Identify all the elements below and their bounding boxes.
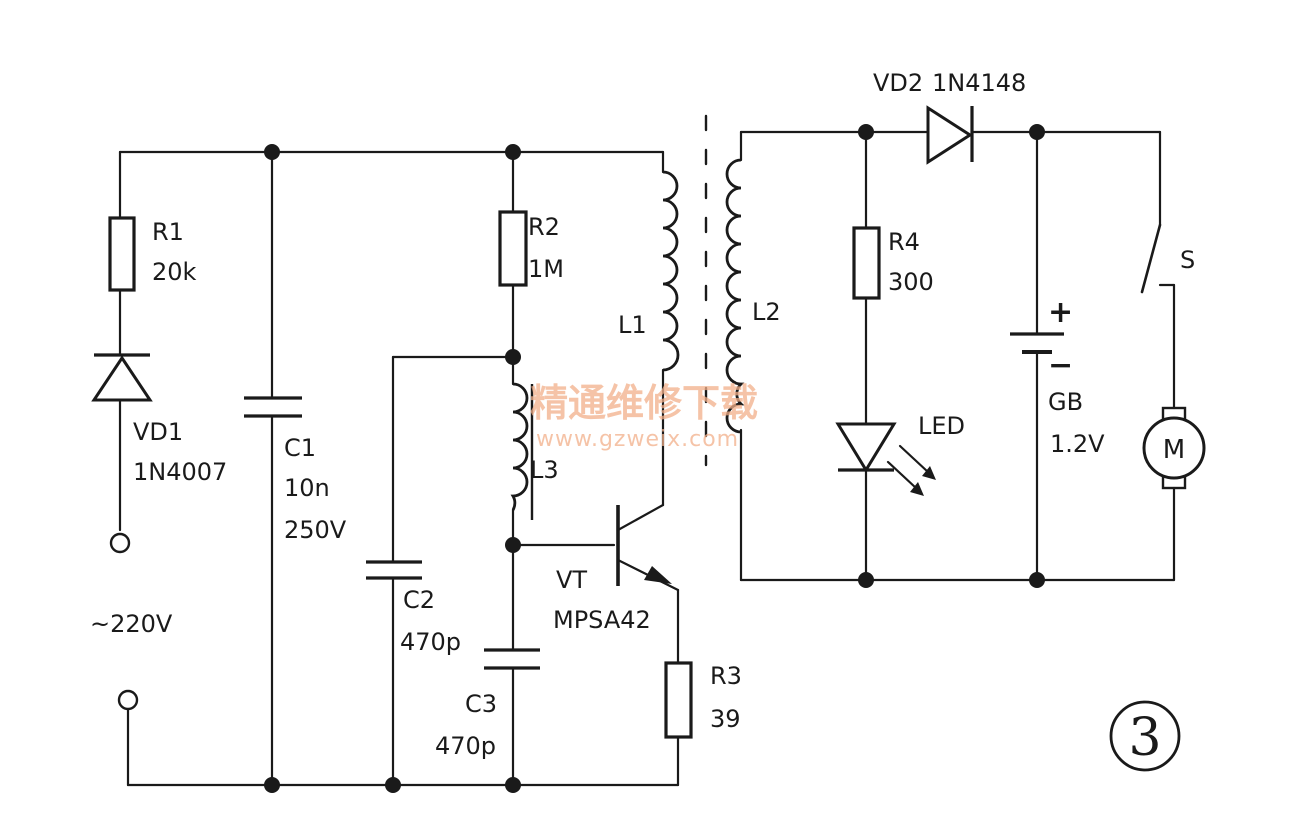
capacitor-c1: [244, 396, 302, 418]
inductor-l3: [510, 382, 534, 520]
vd2-value: 1N4148: [932, 69, 1026, 97]
r4-name: R4: [888, 228, 920, 256]
watermark-cn: 精通维修下载: [530, 381, 758, 425]
vd1-value: 1N4007: [133, 458, 227, 486]
capacitor-c2: [366, 560, 422, 580]
r2-name: R2: [528, 213, 560, 241]
l3-name: L3: [530, 456, 559, 484]
r3-name: R3: [710, 662, 742, 690]
resistor-r1: [108, 216, 136, 292]
diode-vd1: [91, 353, 153, 402]
l2-name: L2: [752, 298, 781, 326]
r2-value: 1M: [528, 255, 564, 283]
gb-minus: −: [1048, 348, 1073, 383]
supply-label: ~220V: [90, 610, 173, 638]
figure-number-circle: [1109, 700, 1181, 772]
battery-gb: [1010, 332, 1064, 354]
l1-name: L1: [618, 311, 647, 339]
watermark-url: www.gzweix.com: [536, 427, 739, 452]
gb-plus: +: [1048, 295, 1073, 330]
r3-value: 39: [710, 705, 741, 733]
wiring-right: [739, 130, 1176, 582]
switch-s: [1140, 223, 1176, 294]
motor-name: M: [1163, 435, 1185, 465]
gb-name: GB: [1048, 388, 1083, 416]
ac-terminal-bottom: [117, 689, 139, 711]
junction-dots: [264, 124, 1045, 793]
led-name: LED: [918, 412, 965, 440]
vt-value: MPSA42: [553, 606, 651, 634]
vt-name: VT: [556, 566, 587, 594]
ac-terminal-top: [109, 532, 131, 554]
led-diode: [835, 422, 936, 496]
c1-value: 10n: [284, 474, 330, 502]
wiring-middle: [391, 150, 680, 787]
c2-name: C2: [403, 586, 435, 614]
diode-vd2: [926, 105, 974, 165]
r4-value: 300: [888, 268, 934, 296]
c1-rating: 250V: [284, 516, 347, 544]
vd2-name: VD2: [873, 69, 923, 97]
transistor-vt: [616, 503, 680, 592]
c3-name: C3: [465, 690, 497, 718]
switch-name: S: [1180, 246, 1195, 274]
inductor-l1: [662, 170, 680, 372]
r1-value: 20k: [152, 258, 197, 286]
c1-name: C1: [284, 434, 316, 462]
inductor-l2: [725, 158, 745, 434]
resistor-r4: [852, 226, 881, 300]
resistor-r2: [498, 210, 528, 287]
vd1-name: VD1: [133, 418, 183, 446]
r1-name: R1: [152, 218, 184, 246]
wiring-left: [118, 150, 680, 787]
figure-number: 3: [1128, 708, 1161, 768]
c3-value: 470p: [435, 732, 496, 760]
capacitor-c3: [484, 648, 540, 670]
gb-value: 1.2V: [1050, 430, 1105, 458]
resistor-r3: [664, 661, 693, 739]
c2-value: 470p: [400, 628, 461, 656]
motor-m: [1142, 406, 1206, 490]
